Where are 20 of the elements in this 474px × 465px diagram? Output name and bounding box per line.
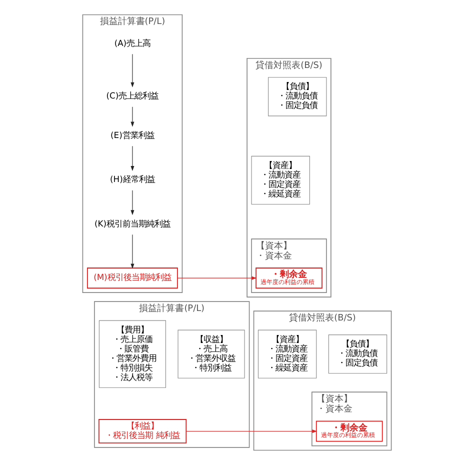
node-box: 【収益】 ・売上高 ・営業外収益 ・特別利益 (178, 330, 245, 378)
arrow (130, 106, 134, 127)
node-text: (K)税引前当期純利益 (94, 218, 170, 228)
node-box: 【資産】 ・流動資産 ・固定資産 ・繰延資産 (251, 156, 310, 205)
node-box: (M)税引後当期純利益 (87, 268, 178, 289)
node-box: 【利益】 ・税引後当期 純利益 (98, 419, 187, 444)
arrow (130, 190, 134, 216)
node-box: 【費用】 ・売上原価 ・販管費 ・営業外費用 ・特別損失 ・法人税等 (98, 320, 166, 388)
node-text: (H)経常利益 (110, 174, 155, 184)
node-box: 【負債】 ・流動負債 ・固定負債 (268, 77, 327, 116)
node-box: 【資産】 ・流動資産 ・固定資産 ・繰延資産 (258, 330, 317, 378)
arrow (130, 54, 134, 88)
arrow (130, 146, 134, 171)
node-box: 【負債】 ・流動負債 ・固定負債 (328, 334, 388, 374)
arrow (186, 429, 318, 433)
arrow (177, 276, 257, 280)
node-text: (E)営業利益 (110, 130, 154, 140)
node-text: (C)売上総利益 (106, 90, 159, 101)
arrow (130, 234, 134, 269)
node-text: (A)売上高 (114, 38, 151, 48)
